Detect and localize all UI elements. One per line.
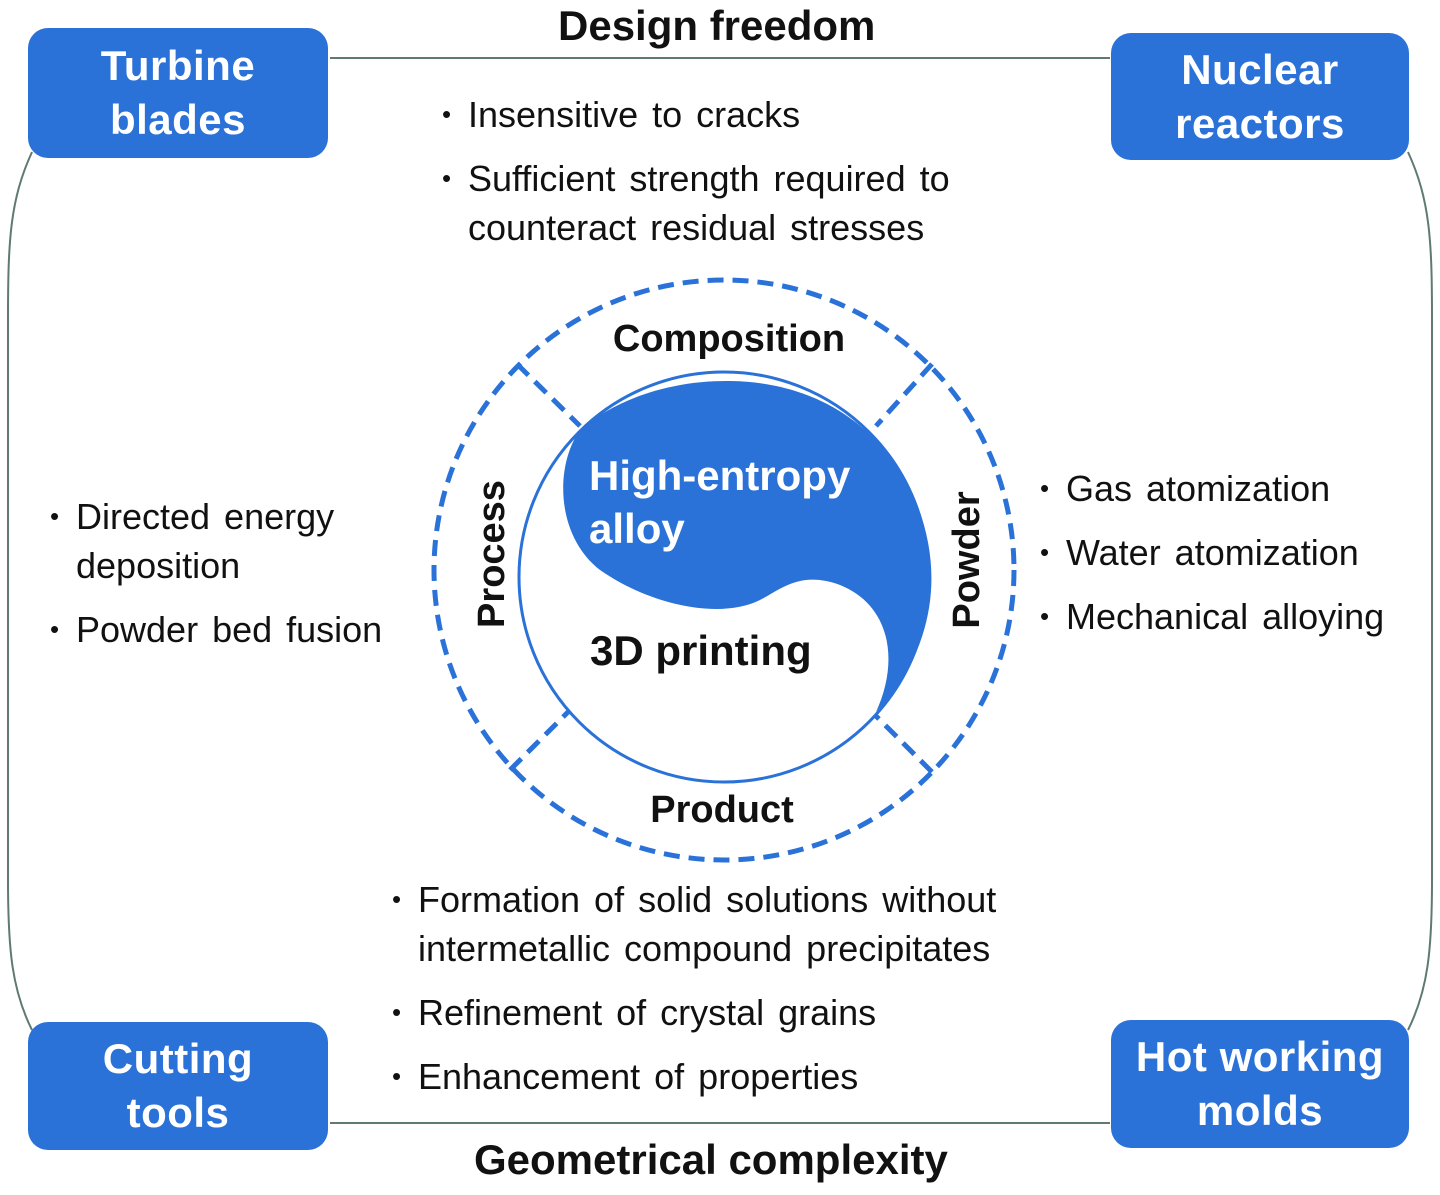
sector-label-product: Product	[650, 789, 794, 831]
application-label-line2: tools	[126, 1089, 230, 1136]
axis-label-design-freedom: Design freedom	[558, 2, 876, 49]
bullet-item: Powder bed fusion	[50, 605, 420, 654]
application-label-line1: Turbine	[100, 42, 256, 89]
application-hot-working-molds: Hot working molds	[1111, 1020, 1409, 1148]
sector-label-process: Process	[471, 480, 513, 628]
frame-line-left	[7, 151, 33, 1031]
application-label-line2: molds	[1196, 1087, 1324, 1134]
bullet-item: Mechanical alloying	[1040, 592, 1440, 641]
powder-bullets: Gas atomization Water atomization Mechan…	[1040, 464, 1440, 656]
divider-bottom-left	[508, 708, 572, 772]
axis-label-geometrical-complexity: Geometrical complexity	[474, 1136, 948, 1183]
sector-label-powder: Powder	[946, 491, 988, 628]
bullet-item: Gas atomization	[1040, 464, 1440, 513]
divider-top-left	[515, 362, 582, 428]
divider-bottom-right	[870, 710, 934, 774]
application-cutting-tools: Cutting tools	[28, 1022, 328, 1150]
alloy-lobe	[563, 380, 932, 712]
application-label-line2: blades	[109, 96, 247, 143]
application-label-line2: reactors	[1175, 99, 1345, 147]
bullet-item: Directed energy deposition	[50, 492, 376, 590]
application-nuclear-reactors: Nuclear reactors	[1111, 33, 1409, 160]
divider-top-right	[874, 362, 934, 428]
core-alloy-label-1: High-entropy	[589, 452, 851, 499]
product-bullets: Formation of solid solutions without int…	[392, 875, 1062, 1116]
sector-label-composition: Composition	[613, 318, 845, 360]
bullet-item: Water atomization	[1040, 528, 1440, 577]
bullet-item: Insensitive to cracks	[442, 90, 1022, 139]
bullet-item: Enhancement of properties	[392, 1052, 1062, 1101]
bullet-item: Formation of solid solutions without int…	[392, 875, 1062, 973]
bullet-item: Sufficient strength required to countera…	[442, 154, 1022, 252]
application-turbine-blades: Turbine blades	[28, 28, 328, 158]
process-bullets: Directed energy deposition Powder bed fu…	[50, 492, 420, 669]
core-printing-label: 3D printing	[590, 627, 812, 674]
outer-dashed-ring	[431, 277, 1017, 863]
core-alloy-label-2: alloy	[589, 505, 685, 552]
application-label-line1: Nuclear	[1181, 45, 1339, 93]
frame-line-right	[1407, 151, 1433, 1031]
composition-bullets: Insensitive to cracks Sufficient strengt…	[442, 90, 1022, 267]
application-label-line1: Hot working	[1135, 1033, 1385, 1080]
bullet-item: Refinement of crystal grains	[392, 988, 1062, 1037]
application-label-line1: Cutting	[102, 1035, 254, 1082]
